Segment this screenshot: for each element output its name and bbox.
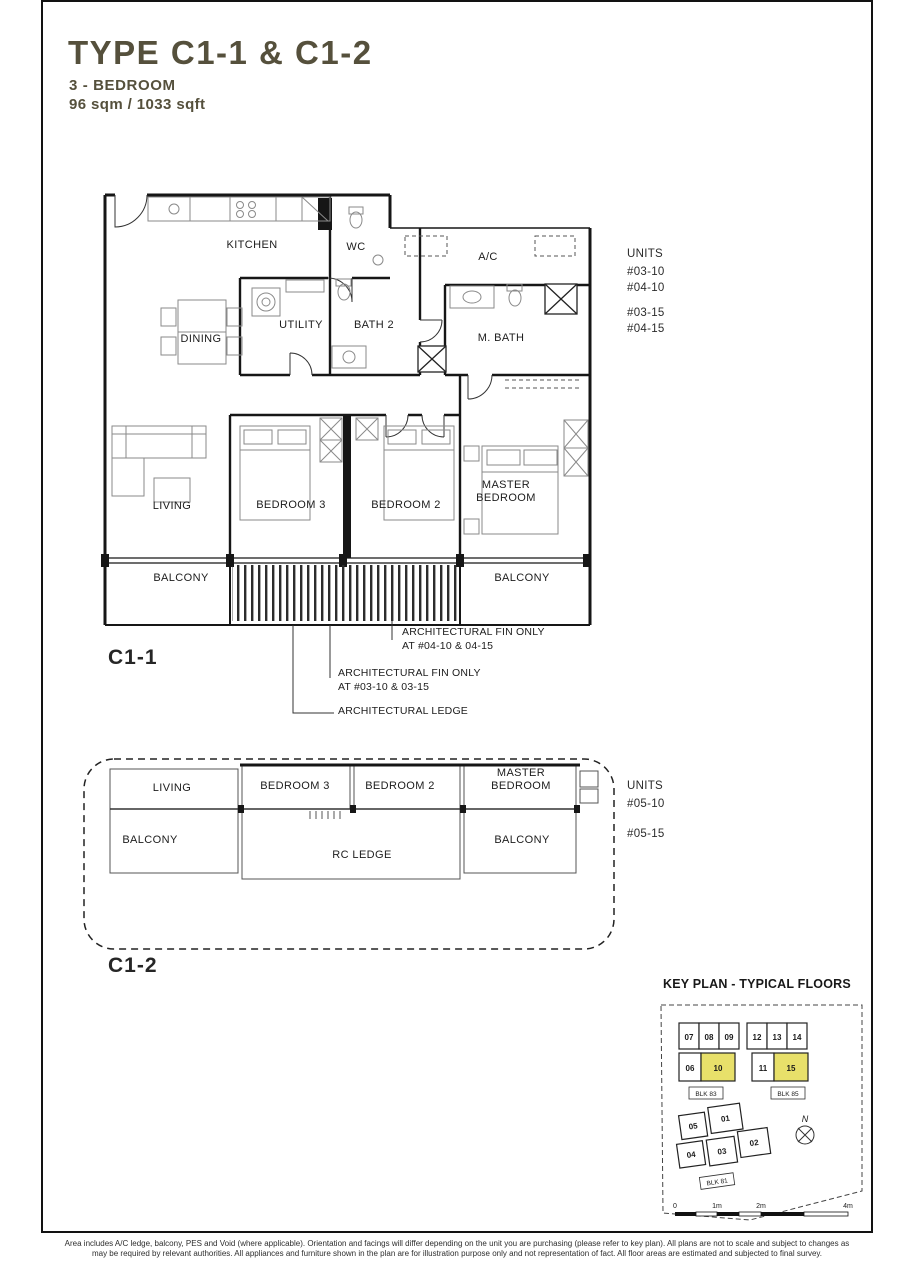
units-heading: UNITS	[627, 780, 663, 792]
room-label-balcony-left: BALCONY	[153, 572, 209, 584]
annotation-leaders	[292, 600, 393, 714]
keyplan-unit: 12	[753, 1033, 762, 1042]
keyplan-title: KEY PLAN - TYPICAL FLOORS	[663, 977, 851, 991]
room-label-mbath: M. BATH	[477, 332, 525, 344]
annotation-ledge: ARCHITECTURAL LEDGE	[338, 705, 469, 717]
plan1-units-list: UNITS #03-10 #04-10 #03-15 #04-15	[627, 246, 665, 337]
furniture	[111, 196, 589, 535]
structural-piers	[101, 198, 591, 567]
blk-83-label: BLK 83	[695, 1091, 717, 1098]
room-label-ac: A/C	[478, 251, 498, 263]
service-shafts	[417, 283, 578, 373]
keyplan-unit: 06	[686, 1064, 695, 1073]
keyplan-unit: 11	[759, 1064, 768, 1073]
room-label-rc-ledge: RC LEDGE	[332, 849, 392, 861]
disclaimer: Area includes A/C ledge, balcony, PES an…	[22, 1239, 892, 1258]
highlighted-unit-15	[773, 1052, 809, 1082]
page-border-frame	[41, 0, 873, 1233]
scale-label: 2m	[756, 1203, 766, 1210]
unit-number: #03-15	[627, 307, 665, 319]
keyplan-unit: 05	[688, 1121, 699, 1131]
c1-1-floorplan-drawing	[101, 193, 592, 714]
disclaimer-line-1: Area includes A/C ledge, balcony, PES an…	[64, 1239, 850, 1248]
keyplan-block-83-85: 07 08 09 12 13 14 06 10 11 15 BLK 83 BLK…	[678, 1022, 809, 1100]
c1-2-floorplan-drawing	[83, 758, 615, 950]
room-label-master: MASTER BEDROOM	[476, 479, 536, 504]
annotation-fin-a: ARCHITECTURAL FIN ONLY AT #04-10 & 04-15	[402, 626, 545, 652]
keyplan-unit: 15	[787, 1064, 796, 1073]
room-label-bedroom2: BEDROOM 2	[371, 499, 441, 511]
keyplan-unit: 09	[725, 1033, 734, 1042]
scale-bar: 0 1m 2m 4m	[673, 1203, 853, 1217]
scale-label: 4m	[843, 1203, 853, 1210]
keyplan-unit: 03	[717, 1146, 728, 1156]
bedroom-count: 3 - BEDROOM	[69, 77, 176, 94]
keyplan-unit: 13	[773, 1033, 782, 1042]
keyplan-unit: 01	[720, 1114, 731, 1124]
compass-north-label: N	[802, 1114, 809, 1124]
room-label-living: LIVING	[152, 500, 192, 512]
blk-85-label: BLK 85	[777, 1091, 799, 1098]
room-label-wc: WC	[346, 241, 366, 253]
room-label-bedroom3-2: BEDROOM 3	[260, 780, 330, 792]
room-label-balcony-left-2: BALCONY	[122, 834, 178, 846]
door-swings	[114, 194, 493, 438]
room-label-dining: DINING	[180, 333, 222, 345]
blk-81-label: BLK 81	[706, 1178, 728, 1188]
unit-number: #04-15	[627, 323, 665, 335]
disclaimer-line-2: may be required by relevant authorities.…	[91, 1248, 823, 1258]
page-title: TYPE C1-1 & C1-2	[68, 34, 373, 71]
unit-number: #05-10	[627, 798, 665, 810]
keyplan-unit: 14	[793, 1033, 802, 1042]
room-label-living-2: LIVING	[152, 782, 192, 794]
keyplan-unit: 07	[685, 1033, 694, 1042]
c1-2-boundary	[83, 758, 615, 950]
plan1-name: C1-1	[108, 646, 158, 669]
room-label-master-2: MASTER BEDROOM	[491, 767, 551, 792]
keyplan-unit: 10	[714, 1064, 723, 1073]
room-label-bedroom3: BEDROOM 3	[256, 499, 326, 511]
scale-label: 0	[673, 1203, 677, 1210]
keyplan-drawing: 07 08 09 12 13 14 06 10 11 15 BLK 83 BLK…	[660, 1004, 863, 1221]
room-label-balcony-right-2: BALCONY	[494, 834, 550, 846]
room-label-utility: UTILITY	[279, 319, 323, 331]
unit-area: 96 sqm / 1033 sqft	[69, 96, 206, 113]
c1-2-piers	[238, 805, 580, 813]
keyplan-block-81: 05 01 04 03 02 BLK 81	[675, 1102, 772, 1190]
scale-label: 1m	[712, 1203, 722, 1210]
plan2-units-list: UNITS #05-10 #05-15	[627, 778, 665, 842]
dashed-ac-ledge	[404, 235, 580, 389]
room-label-bedroom2-2: BEDROOM 2	[365, 780, 435, 792]
unit-number: #04-10	[627, 282, 665, 294]
unit-number: #03-10	[627, 266, 665, 278]
keyplan-unit: 02	[749, 1138, 760, 1148]
units-heading: UNITS	[627, 248, 663, 260]
keyplan-unit: 04	[686, 1150, 697, 1160]
plan2-name: C1-2	[108, 954, 158, 977]
room-label-kitchen: KITCHEN	[226, 239, 278, 251]
annotation-fin-b: ARCHITECTURAL FIN ONLY AT #03-10 & 03-15	[338, 667, 481, 693]
site-boundary	[660, 1004, 863, 1221]
architectural-fin-hatch	[232, 565, 458, 621]
unit-number: #05-15	[627, 828, 665, 840]
highlighted-unit-10	[700, 1052, 736, 1082]
walls	[103, 193, 592, 626]
compass-icon: N	[795, 1114, 815, 1145]
keyplan-unit: 08	[705, 1033, 714, 1042]
room-label-balcony-right: BALCONY	[494, 572, 550, 584]
room-label-bath2: BATH 2	[353, 319, 395, 331]
